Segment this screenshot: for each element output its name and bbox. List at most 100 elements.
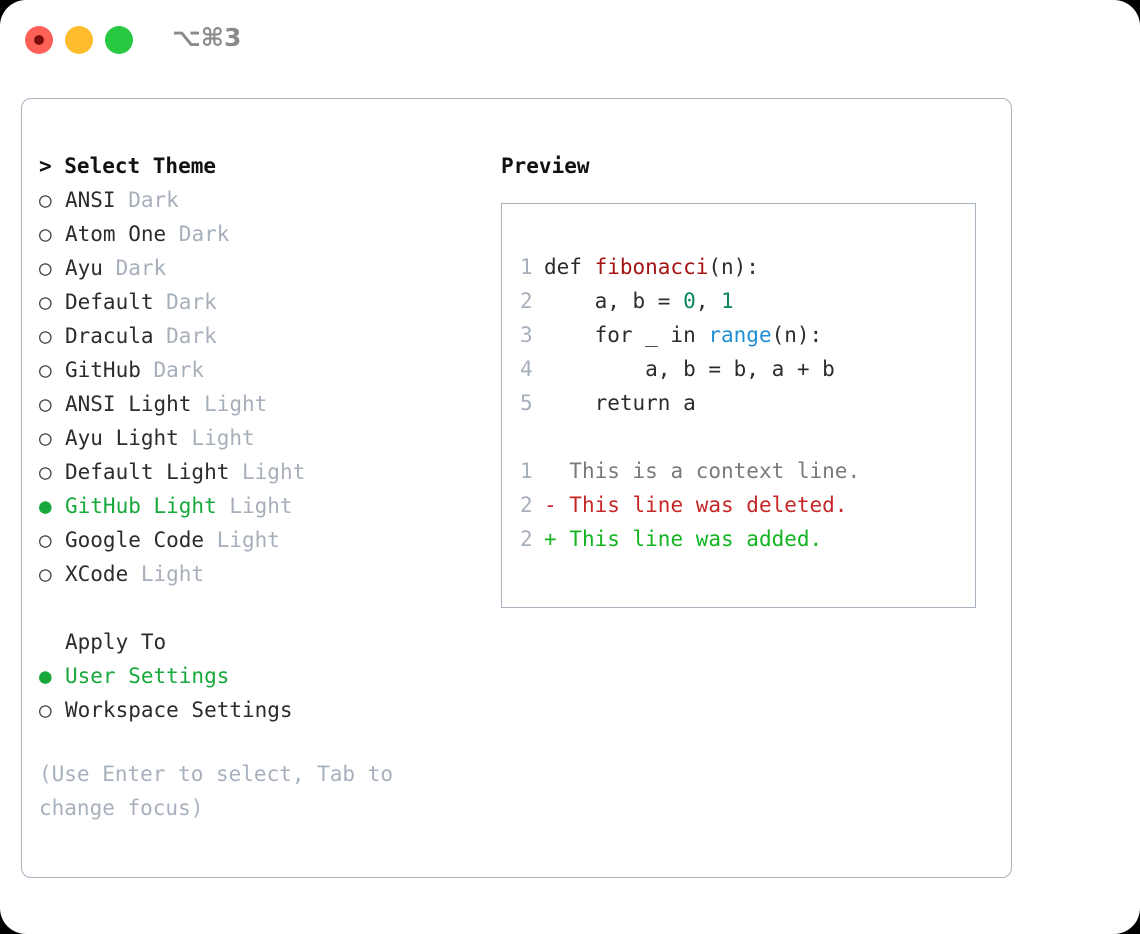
diff-line-ctx: 1 This is a context line. (520, 454, 975, 488)
code-token-plain: for _ in (544, 323, 709, 347)
list-spacer (39, 591, 494, 625)
radio-unselected-icon: ○ (39, 460, 52, 484)
titlebar: ⌥⌘3 (0, 0, 1140, 78)
theme-option-kind: Dark (153, 324, 217, 348)
radio-unselected-icon: ○ (39, 698, 52, 722)
theme-option-kind: Dark (115, 188, 179, 212)
radio-unselected-icon: ○ (39, 324, 52, 348)
apply-to-option-label: Workspace Settings (65, 698, 293, 722)
apply-to-option-workspace-settings[interactable]: ○ Workspace Settings (39, 693, 494, 727)
theme-option-kind: Light (128, 562, 205, 586)
line-number: 2 (520, 527, 533, 551)
code-line: 3 for _ in range(n): (520, 318, 975, 352)
diff-marker (544, 459, 569, 483)
theme-option-kind: Light (191, 392, 268, 416)
code-token-plain: , (695, 289, 722, 313)
theme-option-label: GitHub (65, 358, 141, 382)
code-token-num: 0 (683, 289, 696, 313)
diff-text: This line was added. (569, 527, 823, 551)
apply-to-option-user-settings[interactable]: ● User Settings (39, 659, 494, 693)
theme-option-label: XCode (65, 562, 129, 586)
theme-option-default-light[interactable]: ○ Default Light Light (39, 455, 494, 489)
radio-unselected-icon: ○ (39, 358, 52, 382)
radio-selected-icon: ● (39, 664, 52, 688)
line-number: 2 (520, 493, 533, 517)
theme-option-label: Ayu Light (65, 426, 179, 450)
code-token-plain: a, b = b, a + b (544, 357, 835, 381)
apply-to-option-label: User Settings (65, 664, 230, 688)
theme-option-label: ANSI Light (65, 392, 192, 416)
theme-option-label: Default (65, 290, 154, 314)
radio-unselected-icon: ○ (39, 256, 52, 280)
apply-to-list: ● User Settings ○ Workspace Settings (39, 659, 494, 727)
line-number: 3 (520, 323, 533, 347)
theme-option-ayu[interactable]: ○ Ayu Dark (39, 251, 494, 285)
theme-option-kind: Light (204, 528, 280, 552)
theme-option-kind: Light (216, 494, 293, 518)
radio-unselected-icon: ○ (39, 392, 52, 416)
minimize-button[interactable] (65, 26, 93, 54)
theme-option-label: GitHub Light (65, 494, 217, 518)
theme-option-default[interactable]: ○ Default Dark (39, 285, 494, 319)
theme-option-kind: Dark (140, 358, 205, 382)
theme-option-xcode[interactable]: ○ XCode Light (39, 557, 494, 591)
diff-text: This line was deleted. (569, 493, 848, 517)
code-line: 2 a, b = 0, 1 (520, 284, 975, 318)
theme-option-dracula[interactable]: ○ Dracula Dark (39, 319, 494, 353)
theme-option-ansi[interactable]: ○ ANSI Dark (39, 183, 494, 217)
line-number: 1 (520, 459, 533, 483)
radio-unselected-icon: ○ (39, 290, 52, 314)
code-token-plain: (n): (708, 255, 759, 279)
theme-option-label: Google Code (65, 528, 205, 552)
radio-unselected-icon: ○ (39, 562, 52, 586)
theme-option-ansi-light[interactable]: ○ ANSI Light Light (39, 387, 494, 421)
diff-marker: + (544, 527, 570, 551)
code-token-plain: (n): (771, 323, 823, 347)
theme-option-ayu-light[interactable]: ○ Ayu Light Light (39, 421, 494, 455)
diff-line-del: 2- This line was deleted. (520, 488, 975, 522)
diff-marker: - (544, 493, 570, 517)
radio-unselected-icon: ○ (39, 528, 52, 552)
theme-option-label: Atom One (65, 222, 167, 246)
theme-selector-column: > Select Theme ○ANSI Dark○Atom One Dark○… (39, 149, 494, 825)
maximize-button[interactable] (105, 26, 133, 54)
record-indicator-icon (34, 35, 44, 45)
code-token-plain: return a (544, 391, 696, 415)
keyboard-shortcut-label: ⌥⌘3 (172, 23, 242, 52)
preview-title: Preview (501, 154, 590, 178)
line-number: 5 (520, 391, 533, 415)
code-diff-spacer (520, 420, 975, 454)
theme-option-label: Ayu (65, 256, 103, 280)
theme-option-kind: Dark (166, 222, 230, 246)
code-token-num: 1 (721, 289, 734, 313)
radio-unselected-icon: ○ (39, 426, 52, 450)
theme-option-kind: Dark (153, 290, 217, 314)
radio-selected-icon: ● (39, 494, 52, 518)
main-panel: > Select Theme ○ANSI Dark○Atom One Dark○… (21, 98, 1012, 878)
theme-option-github[interactable]: ○ GitHub Dark (39, 353, 494, 387)
code-token-fn: fibonacci (594, 255, 709, 279)
theme-option-label: Default Light (65, 460, 230, 484)
radio-unselected-icon: ○ (39, 188, 52, 212)
line-number: 1 (520, 255, 533, 279)
radio-unselected-icon: ○ (39, 222, 52, 246)
theme-option-label: ANSI (65, 188, 116, 212)
line-number: 4 (520, 357, 533, 381)
code-line: 5 return a (520, 386, 975, 420)
theme-option-atom-one[interactable]: ○ Atom One Dark (39, 217, 494, 251)
close-button[interactable] (25, 26, 53, 54)
code-token-plain: a, b = (544, 289, 684, 313)
theme-option-google-code[interactable]: ○ Google Code Light (39, 523, 494, 557)
code-line: 4 a, b = b, a + b (520, 352, 975, 386)
select-theme-header: > Select Theme (39, 154, 217, 178)
theme-option-github-light[interactable]: ● GitHub Light Light (39, 489, 494, 523)
theme-option-kind: Light (229, 460, 306, 484)
theme-option-kind: Light (178, 426, 255, 450)
theme-option-label: Dracula (65, 324, 154, 348)
theme-option-kind: Dark (102, 256, 167, 280)
keyboard-hint: (Use Enter to select, Tab to change focu… (39, 762, 406, 820)
apply-to-header: Apply To (65, 630, 167, 654)
